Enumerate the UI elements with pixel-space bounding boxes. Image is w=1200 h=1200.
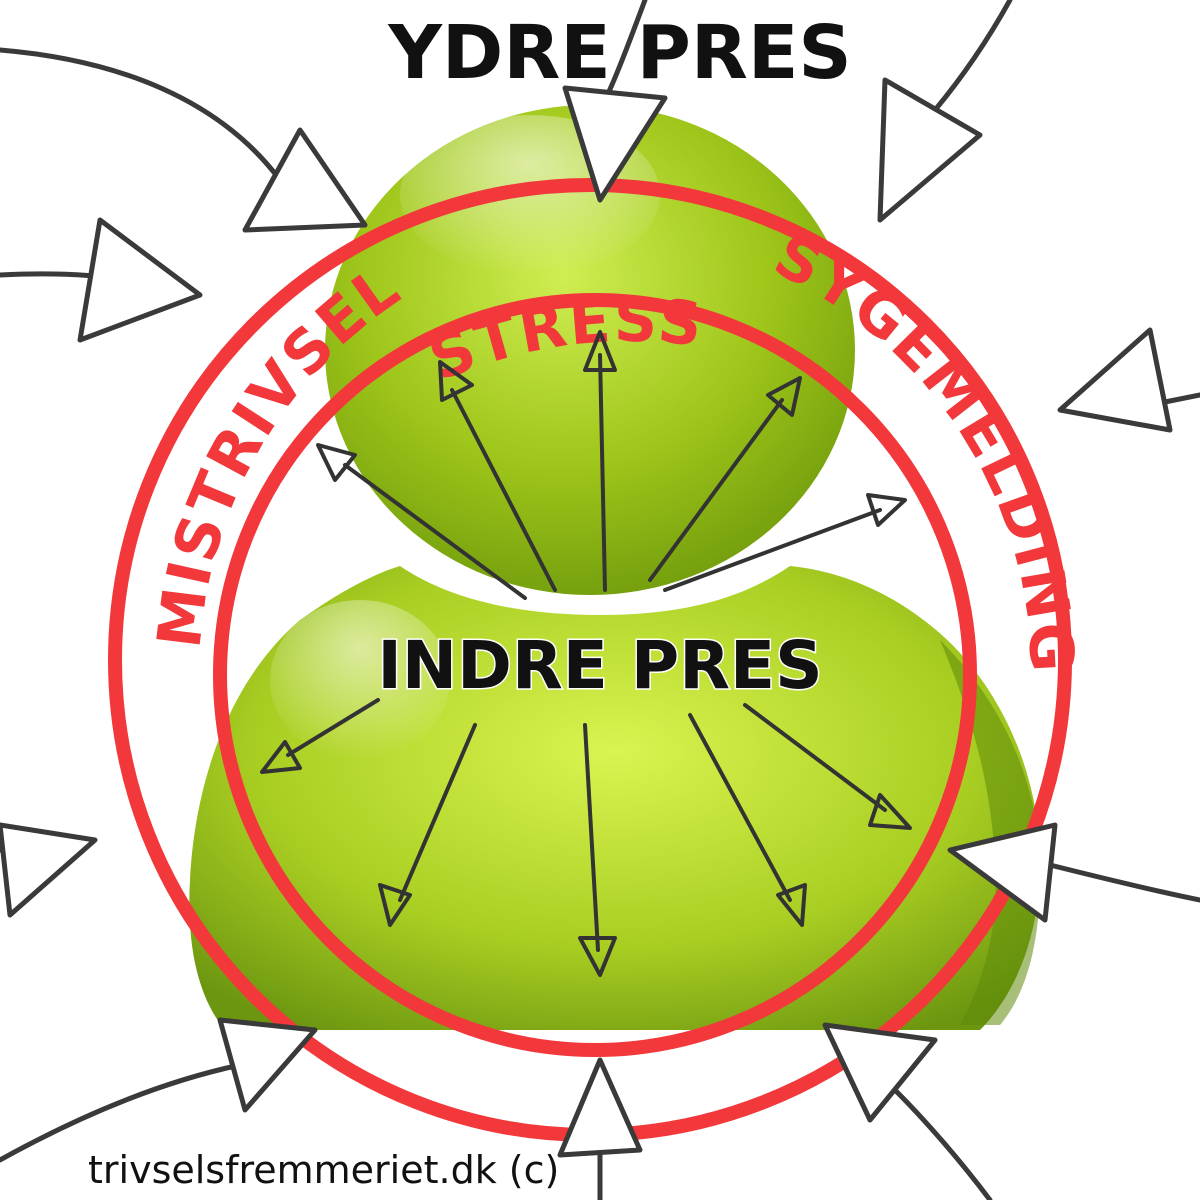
inner-arrow-down xyxy=(578,723,617,977)
inner-pressure-title: INDRE PRES xyxy=(377,627,822,704)
inner-arrow-down-right xyxy=(688,713,807,927)
outer-arrow-right-lower xyxy=(947,822,1200,923)
inner-arrow-down-left xyxy=(378,723,477,927)
inner-arrow-up xyxy=(583,330,617,592)
inner-arrow-right-down xyxy=(743,703,912,830)
figure-body-shadow xyxy=(940,640,1041,1025)
inner-arrow-up-right xyxy=(648,376,802,582)
outer-arrow-bottom-right xyxy=(822,1022,993,1200)
inner-arrow-up-left xyxy=(438,360,557,592)
figure-body-shine xyxy=(270,600,450,760)
outer-arrow-left-upper xyxy=(0,217,203,343)
inner-arrows xyxy=(260,330,912,977)
outer-arrow-bottom xyxy=(557,1057,643,1200)
outer-arrow-top-left xyxy=(0,47,368,233)
user-silhouette-icon xyxy=(189,105,1041,1030)
inner-ring xyxy=(213,293,977,1057)
footer-credit: trivselsfremmeriet.dk (c) xyxy=(88,1148,560,1192)
outer-arrow-right xyxy=(1057,327,1200,433)
inner-arrow-right-up xyxy=(663,493,907,592)
outer-arrow-bottom-left xyxy=(0,1017,318,1163)
outer-pressure-title: YDRE PRES xyxy=(387,10,851,96)
outer-arrow-left-lower xyxy=(0,822,98,918)
outer-arrow-top xyxy=(562,0,668,203)
inner-arrow-left-down xyxy=(260,698,380,774)
inner-arrow-left-up xyxy=(316,443,527,600)
outer-arrow-top-right xyxy=(877,0,1013,223)
